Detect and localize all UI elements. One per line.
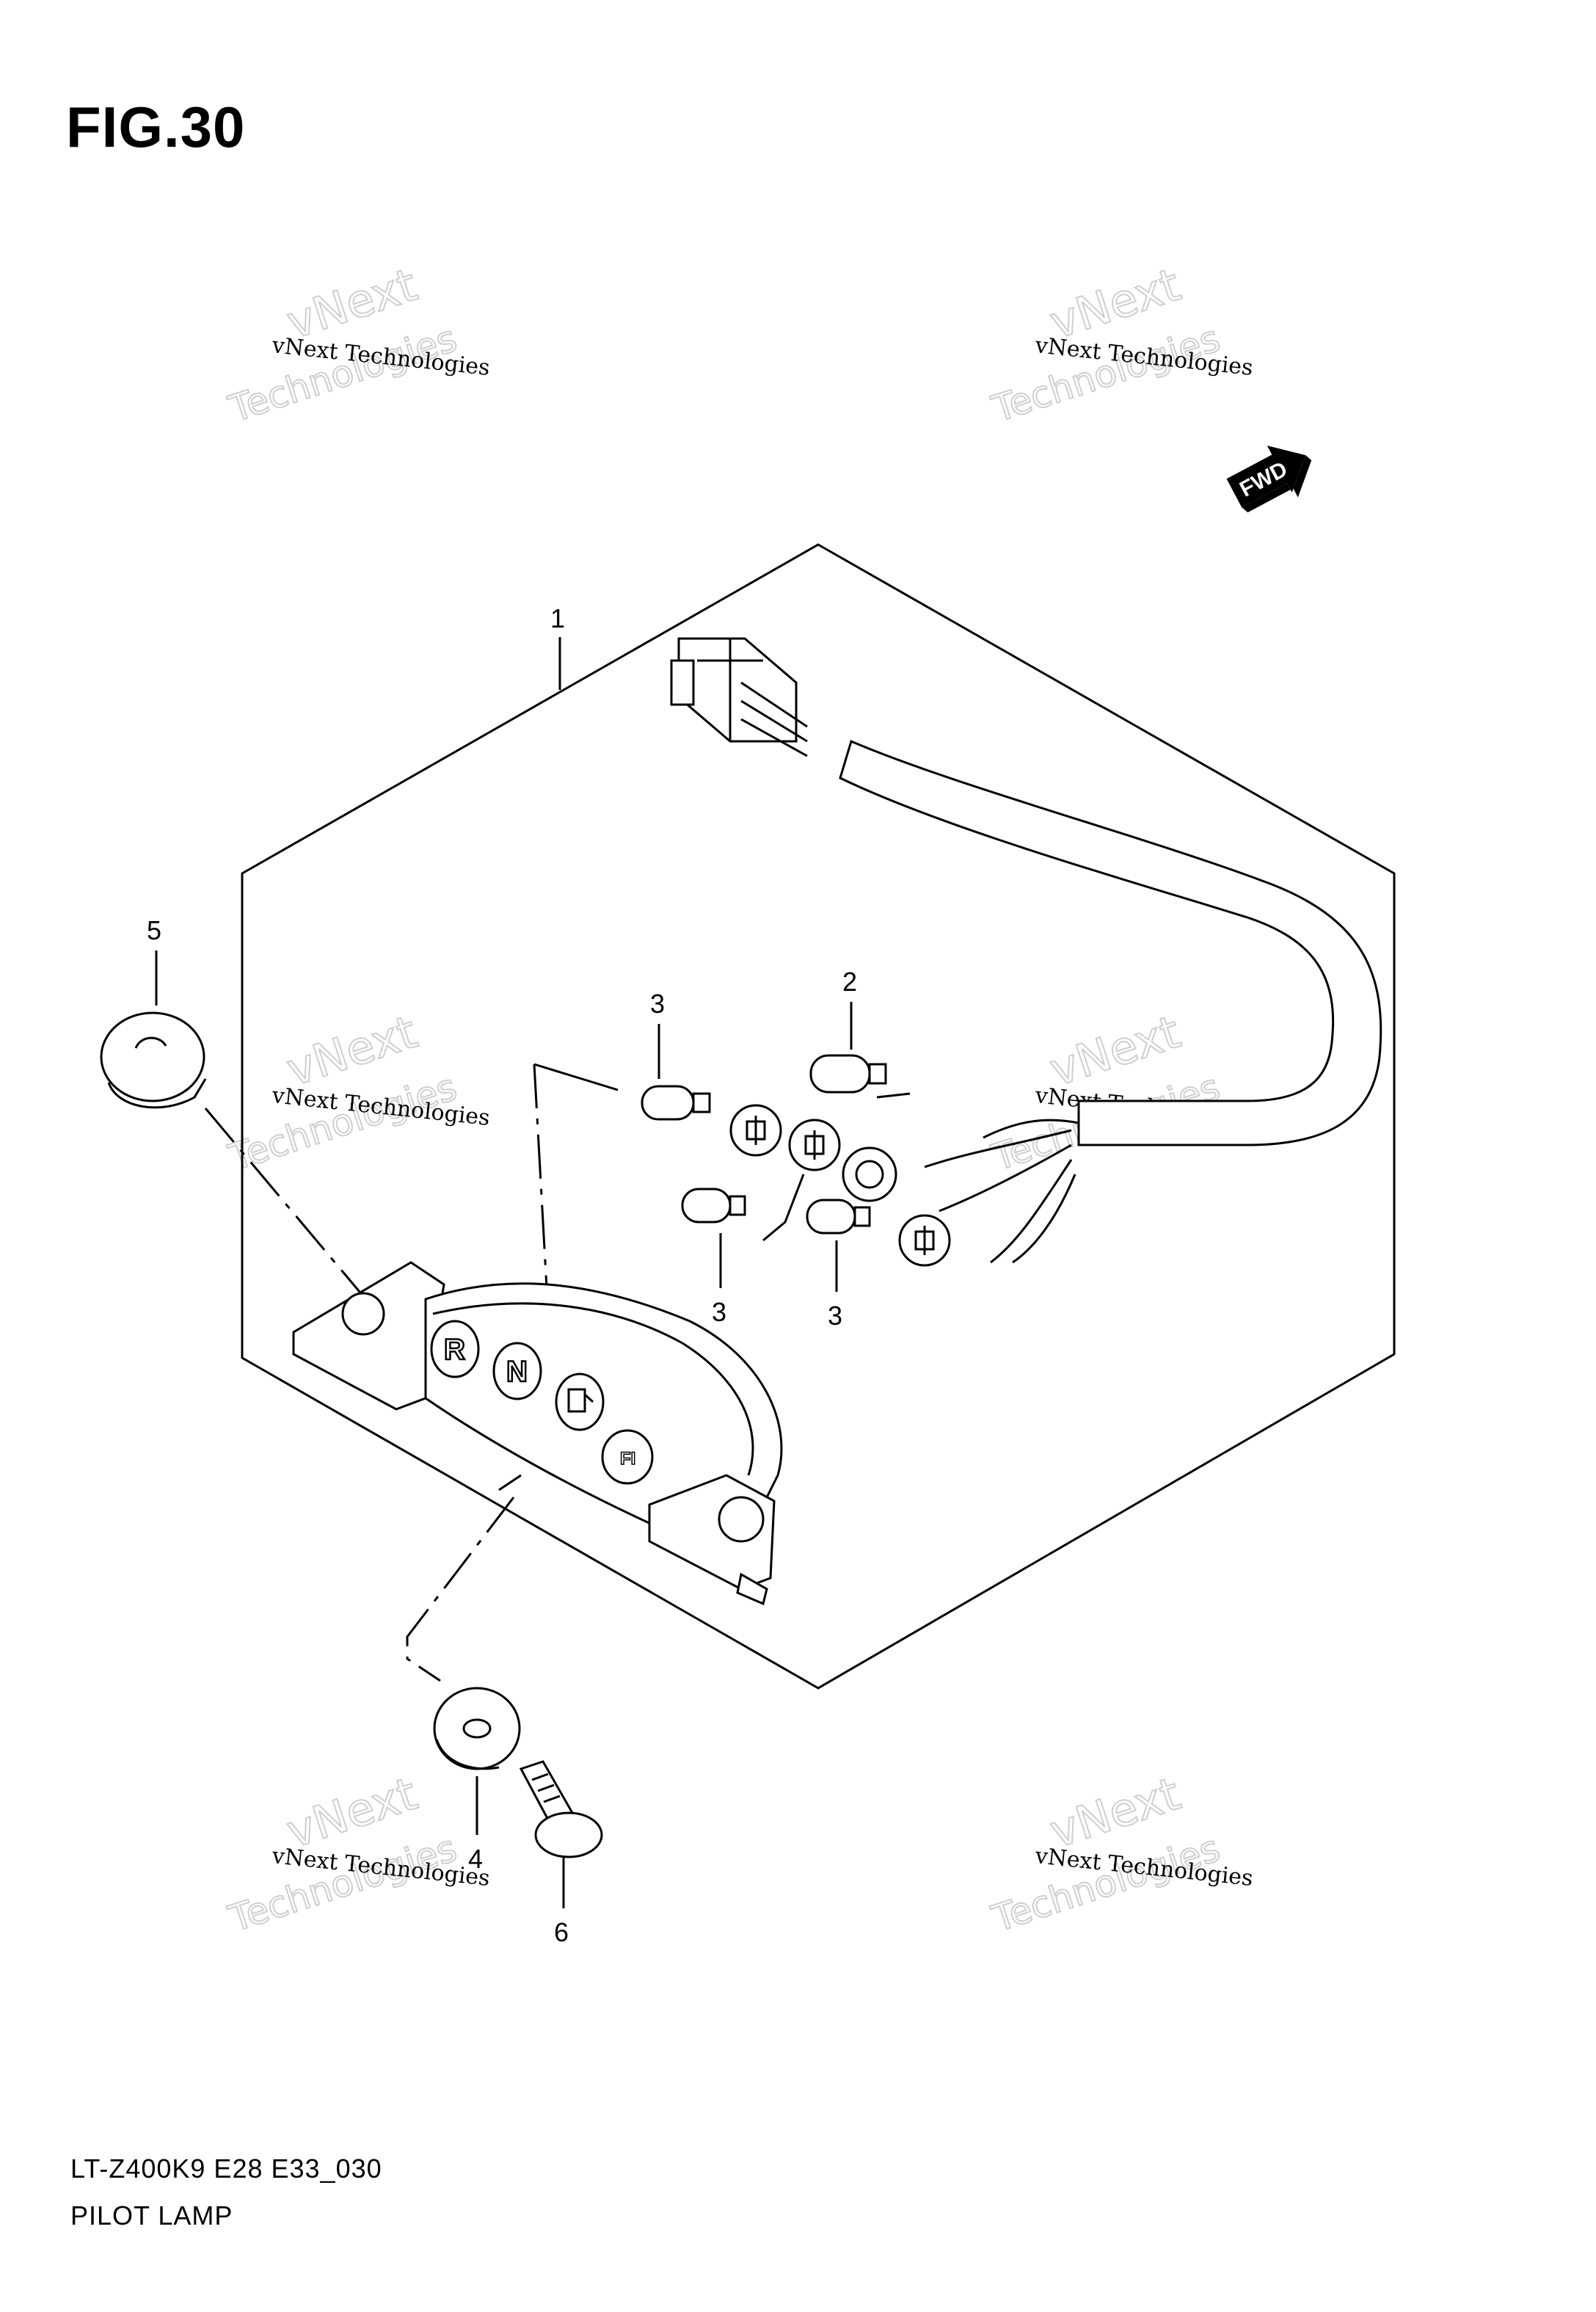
bulb-part-3: [681, 1188, 746, 1224]
indicator-n-label: N: [506, 1356, 528, 1388]
indicator-fi: FI: [601, 1429, 654, 1485]
dashed-leader: [204, 1108, 361, 1293]
leader-line: [876, 1092, 911, 1099]
part-name-caption: PILOT LAMP: [70, 2200, 233, 2231]
callout-4: 4: [468, 1844, 483, 1874]
washer-part-4: [433, 1687, 521, 1770]
pilot-lamp-housing: [292, 1261, 783, 1606]
watermark-mid-left: vNext Technologies vNext Technologies: [223, 1004, 491, 1180]
leader-line: [762, 1174, 805, 1242]
screw-part-6: [519, 1760, 603, 1858]
indicator-r-label: R: [444, 1334, 465, 1366]
bulb-socket: [842, 1146, 897, 1202]
bulb-socket: [729, 1104, 782, 1157]
callout-3b: 3: [712, 1297, 726, 1327]
indicator-r: R: [430, 1320, 480, 1378]
harness-connector: [670, 637, 808, 757]
leader-line: [533, 1063, 619, 1091]
assembly-hexagon-outline: [241, 543, 1396, 1690]
dashed-leader: [406, 1497, 515, 1682]
bulb-part-3: [641, 1085, 711, 1121]
callout-2: 2: [842, 967, 857, 997]
callout-5: 5: [147, 915, 161, 945]
watermark-bottom-right: vNext Technologies vNext Technologies: [986, 1766, 1254, 1941]
watermark-mid-right: vNext Technologies vNext Technologies: [986, 1004, 1254, 1180]
callout-6: 6: [554, 1917, 569, 1947]
callout-3c: 3: [828, 1301, 842, 1331]
watermark-bottom-left: vNext Technologies vNext Technologies: [223, 1766, 491, 1941]
indicator-n: N: [492, 1342, 542, 1400]
watermark-top-left: vNext Technologies vNext Technologies: [223, 257, 491, 432]
bulb-part-2: [809, 1054, 887, 1094]
bulb-socket: [898, 1214, 951, 1267]
watermark-top-right: vNext Technologies vNext Technologies: [986, 257, 1254, 432]
fuel-icon: [555, 1373, 605, 1431]
dashed-leader: [533, 1064, 548, 1289]
bulb-socket: [788, 1119, 841, 1171]
indicator-fi-label: FI: [620, 1449, 635, 1469]
figure-title: FIG.30: [66, 95, 246, 159]
model-code-caption: LT-Z400K9 E28 E33_030: [70, 2153, 382, 2184]
callout-3a: 3: [650, 989, 665, 1019]
leader-line: [498, 1474, 522, 1491]
watermark-group: vNext Technologies vNext Technologies vN…: [223, 257, 1254, 1941]
bulb-part-3: [806, 1199, 871, 1235]
wire-harness: [670, 637, 1382, 1264]
callout-1: 1: [550, 603, 565, 633]
grommet-part-5: [100, 1011, 207, 1109]
fwd-arrow-icon: FWD: [1226, 446, 1312, 513]
